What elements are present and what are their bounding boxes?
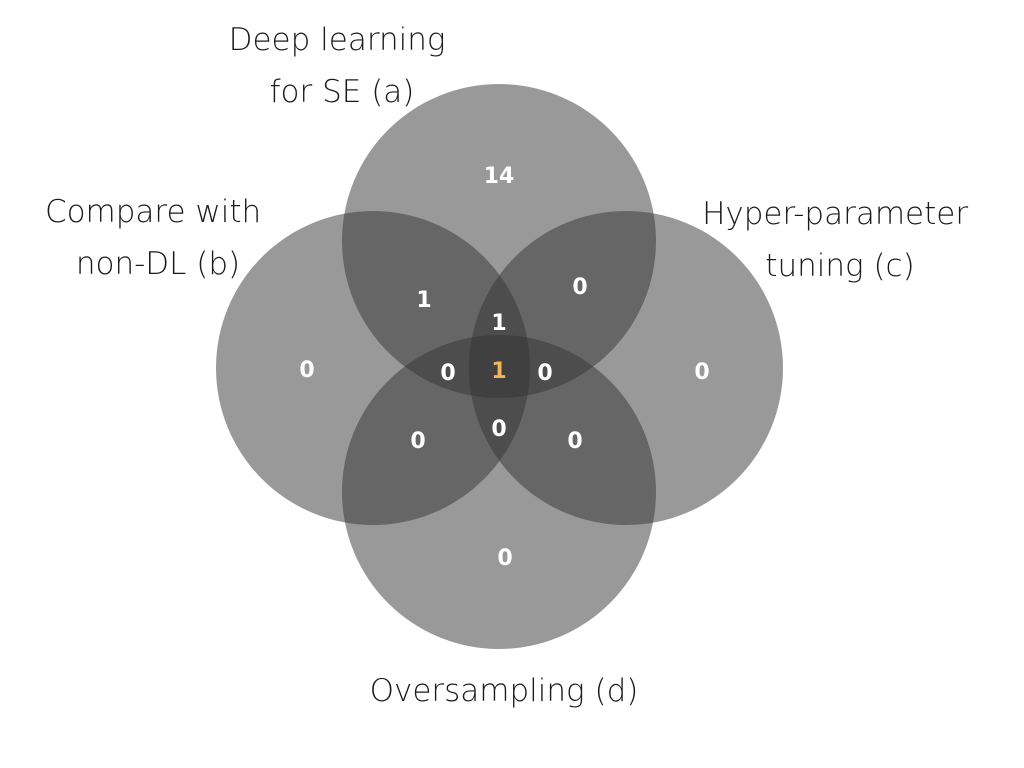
region-abcd-count: 1 [491, 359, 506, 384]
region-abc-count: 1 [491, 311, 506, 336]
region-bd-count: 0 [410, 429, 425, 454]
region-bcd-count: 0 [491, 417, 506, 442]
set-a-label: Deep learning for SE (a) [229, 22, 456, 110]
region-abd-count: 0 [440, 361, 455, 386]
region-d-only-count: 0 [497, 546, 512, 571]
set-d-label: Oversampling (d) [370, 673, 639, 709]
set-a-label-line-2: for SE (a) [270, 74, 415, 110]
region-b-only-count: 0 [299, 358, 314, 383]
set-b-label-line-1: Compare with [45, 194, 261, 230]
set-d-circle [342, 335, 656, 649]
region-c-only-count: 0 [694, 360, 709, 385]
set-b-label-line-2: non-DL (b) [76, 246, 240, 282]
set-a-label-line-1: Deep learning [229, 22, 446, 58]
region-acd-count: 0 [537, 361, 552, 386]
set-d-label-line-1: Oversampling (d) [370, 673, 639, 709]
region-ac-count: 0 [572, 275, 587, 300]
set-c-label-line-2: tuning (c) [765, 248, 914, 284]
region-cd-count: 0 [567, 429, 582, 454]
set-c-label: Hyper-parameter tuning (c) [702, 196, 978, 284]
region-a-only-count: 14 [484, 164, 515, 189]
set-b-label: Compare with non-DL (b) [45, 194, 271, 282]
region-ab-count: 1 [416, 288, 431, 313]
set-c-label-line-1: Hyper-parameter [702, 196, 968, 232]
